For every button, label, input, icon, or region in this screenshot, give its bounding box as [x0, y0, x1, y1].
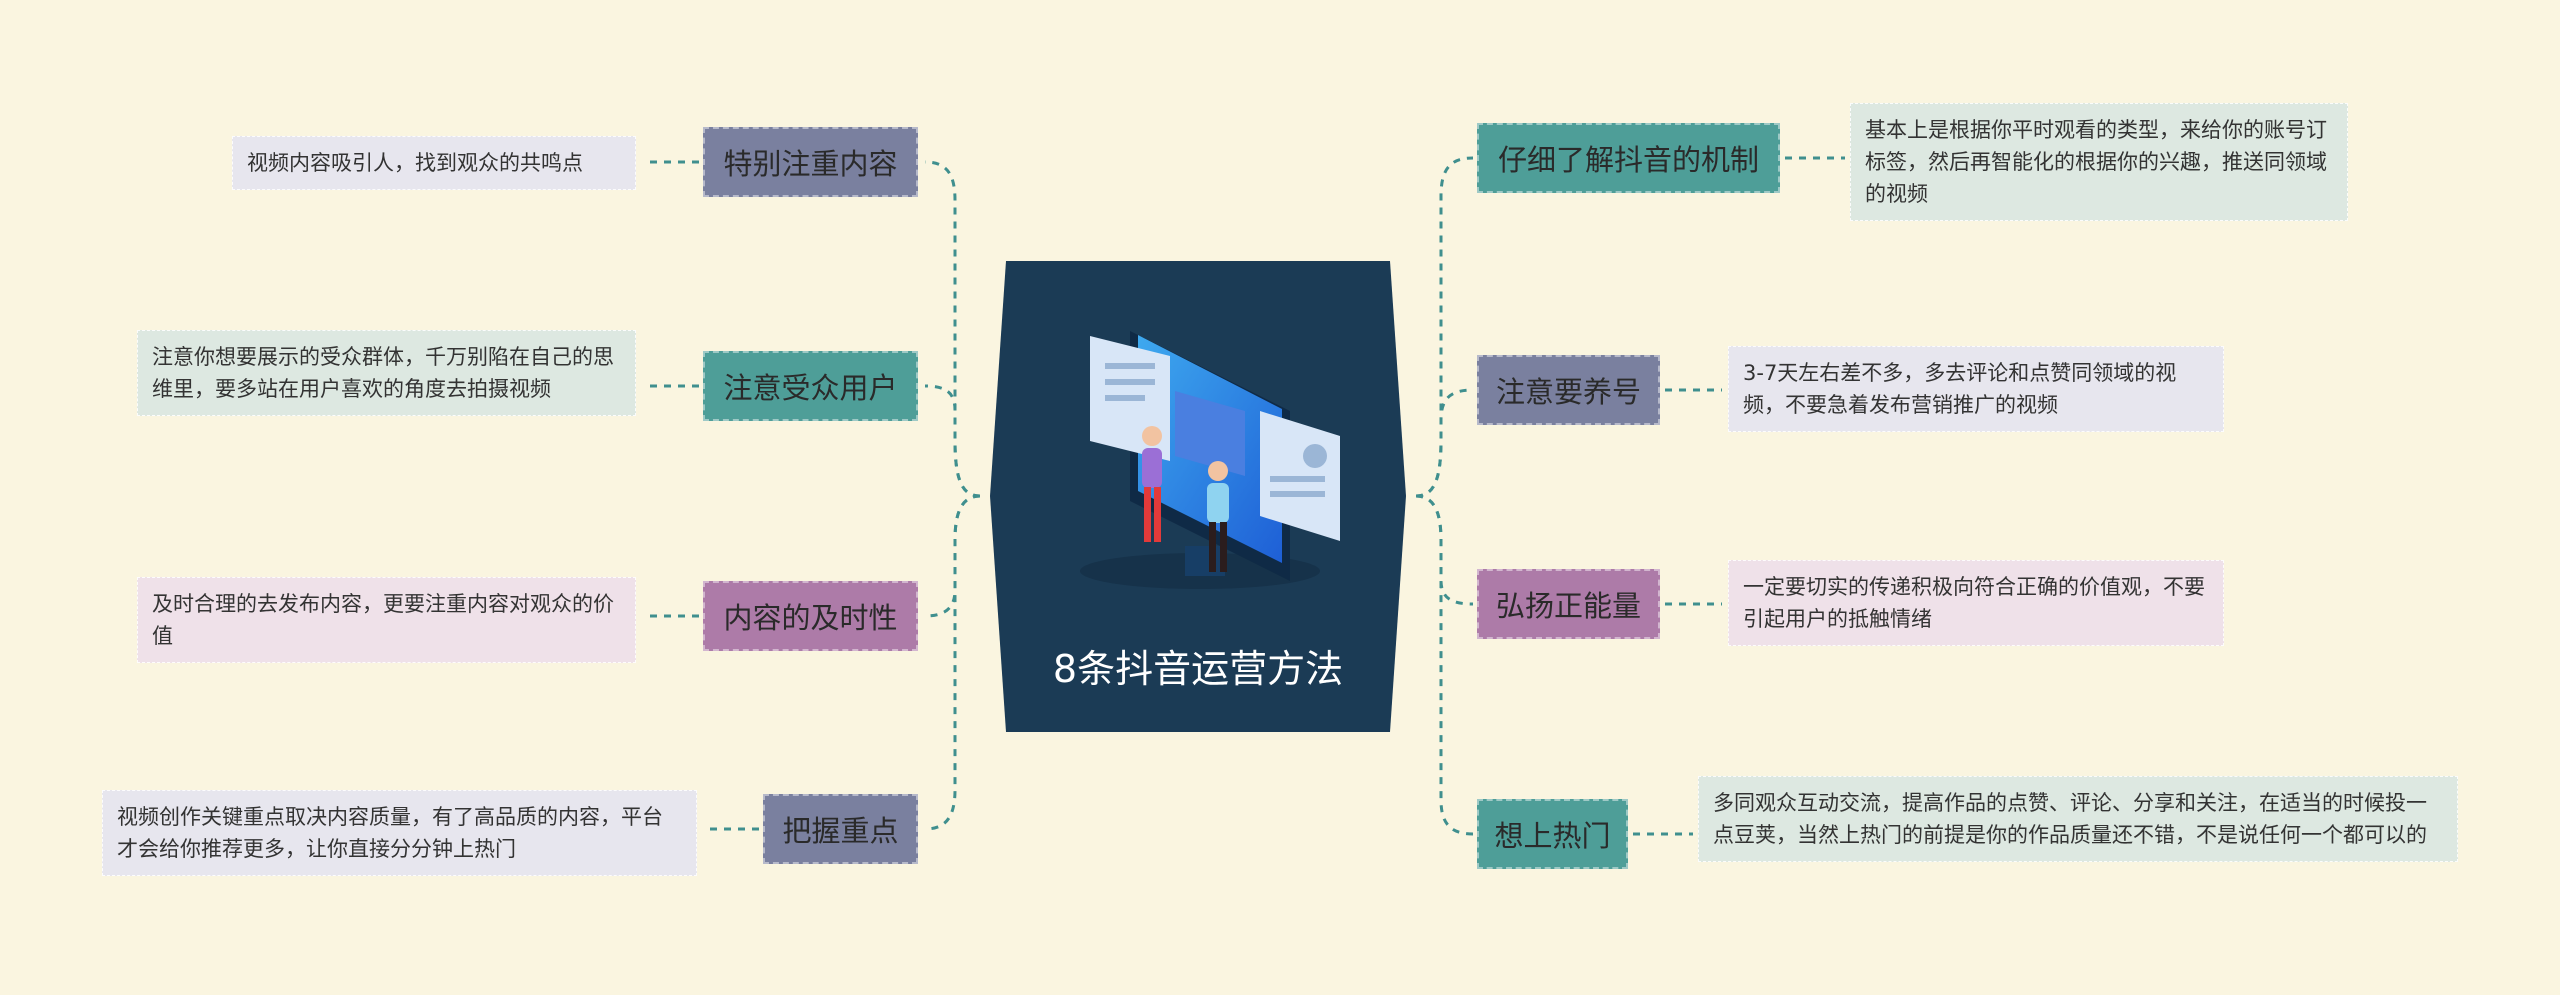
link-right-2: [1415, 388, 1474, 498]
topic-left-3[interactable]: 内容的及时性: [703, 581, 918, 651]
note-left-3[interactable]: 及时合理的去发布内容，更要注重内容对观众的价值: [137, 577, 636, 663]
topic-right-3[interactable]: 弘扬正能量: [1477, 569, 1660, 639]
link-right-1: [1415, 156, 1474, 498]
topic-label: 特别注重内容: [723, 147, 898, 181]
topic-right-1[interactable]: 仔细了解抖音的机制: [1477, 123, 1780, 193]
topic-label: 弘扬正能量: [1495, 589, 1641, 623]
topic-right-2[interactable]: 注意要养号: [1477, 355, 1660, 425]
note-text: 视频创作关键重点取决内容质量，有了高品质的内容，平台才会给你推荐更多，让你直接分…: [117, 805, 663, 861]
topic-label: 仔细了解抖音的机制: [1497, 143, 1759, 177]
note-text: 视频内容吸引人，找到观众的共鸣点: [247, 151, 583, 175]
note-right-1[interactable]: 基本上是根据你平时观看的类型，来给你的账号订标签，然后再智能化的根据你的兴趣，推…: [1850, 103, 2348, 221]
note-text: 基本上是根据你平时观看的类型，来给你的账号订标签，然后再智能化的根据你的兴趣，推…: [1865, 118, 2327, 206]
topic-left-4[interactable]: 把握重点: [763, 794, 918, 864]
link-left-1: [924, 160, 981, 498]
monitor-illustration: [1080, 331, 1340, 589]
note-left-1[interactable]: 视频内容吸引人，找到观众的共鸣点: [232, 136, 636, 190]
topic-label: 注意要养号: [1495, 375, 1641, 409]
note-right-4[interactable]: 多同观众互动交流，提高作品的点赞、评论、分享和关注，在适当的时候投一点豆荚，当然…: [1698, 776, 2458, 862]
central-title: 8条抖音运营方法: [1052, 647, 1344, 691]
central-topic[interactable]: 8条抖音运营方法: [990, 261, 1406, 732]
note-text: 3-7天左右差不多，多去评论和点赞同领域的视频，不要急着发布营销推广的视频: [1743, 361, 2177, 417]
topic-left-1[interactable]: 特别注重内容: [703, 127, 918, 197]
link-right-4: [1415, 494, 1474, 836]
topic-label: 注意受众用户: [723, 371, 898, 405]
note-left-2[interactable]: 注意你想要展示的受众群体，千万别陷在自己的思维里，要多站在用户喜欢的角度去拍摄视…: [137, 330, 636, 416]
note-text: 一定要切实的传递积极向符合正确的价值观，不要引起用户的抵触情绪: [1743, 575, 2205, 631]
link-left-2: [924, 384, 981, 498]
topic-label: 把握重点: [782, 814, 899, 848]
topic-label: 想上热门: [1494, 819, 1611, 853]
note-text: 及时合理的去发布内容，更要注重内容对观众的价值: [152, 592, 614, 648]
topic-left-2[interactable]: 注意受众用户: [703, 351, 918, 421]
note-text: 注意你想要展示的受众群体，千万别陷在自己的思维里，要多站在用户喜欢的角度去拍摄视…: [152, 345, 614, 401]
topic-right-4[interactable]: 想上热门: [1477, 799, 1628, 869]
note-right-3[interactable]: 一定要切实的传递积极向符合正确的价值观，不要引起用户的抵触情绪: [1728, 560, 2224, 646]
link-left-3: [924, 494, 981, 618]
note-right-2[interactable]: 3-7天左右差不多，多去评论和点赞同领域的视频，不要急着发布营销推广的视频: [1728, 346, 2224, 432]
note-left-4[interactable]: 视频创作关键重点取决内容质量，有了高品质的内容，平台才会给你推荐更多，让你直接分…: [102, 790, 697, 876]
topic-label: 内容的及时性: [723, 601, 898, 635]
note-text: 多同观众互动交流，提高作品的点赞、评论、分享和关注，在适当的时候投一点豆荚，当然…: [1713, 791, 2427, 847]
link-right-3: [1415, 494, 1474, 606]
link-left-4: [924, 494, 981, 831]
